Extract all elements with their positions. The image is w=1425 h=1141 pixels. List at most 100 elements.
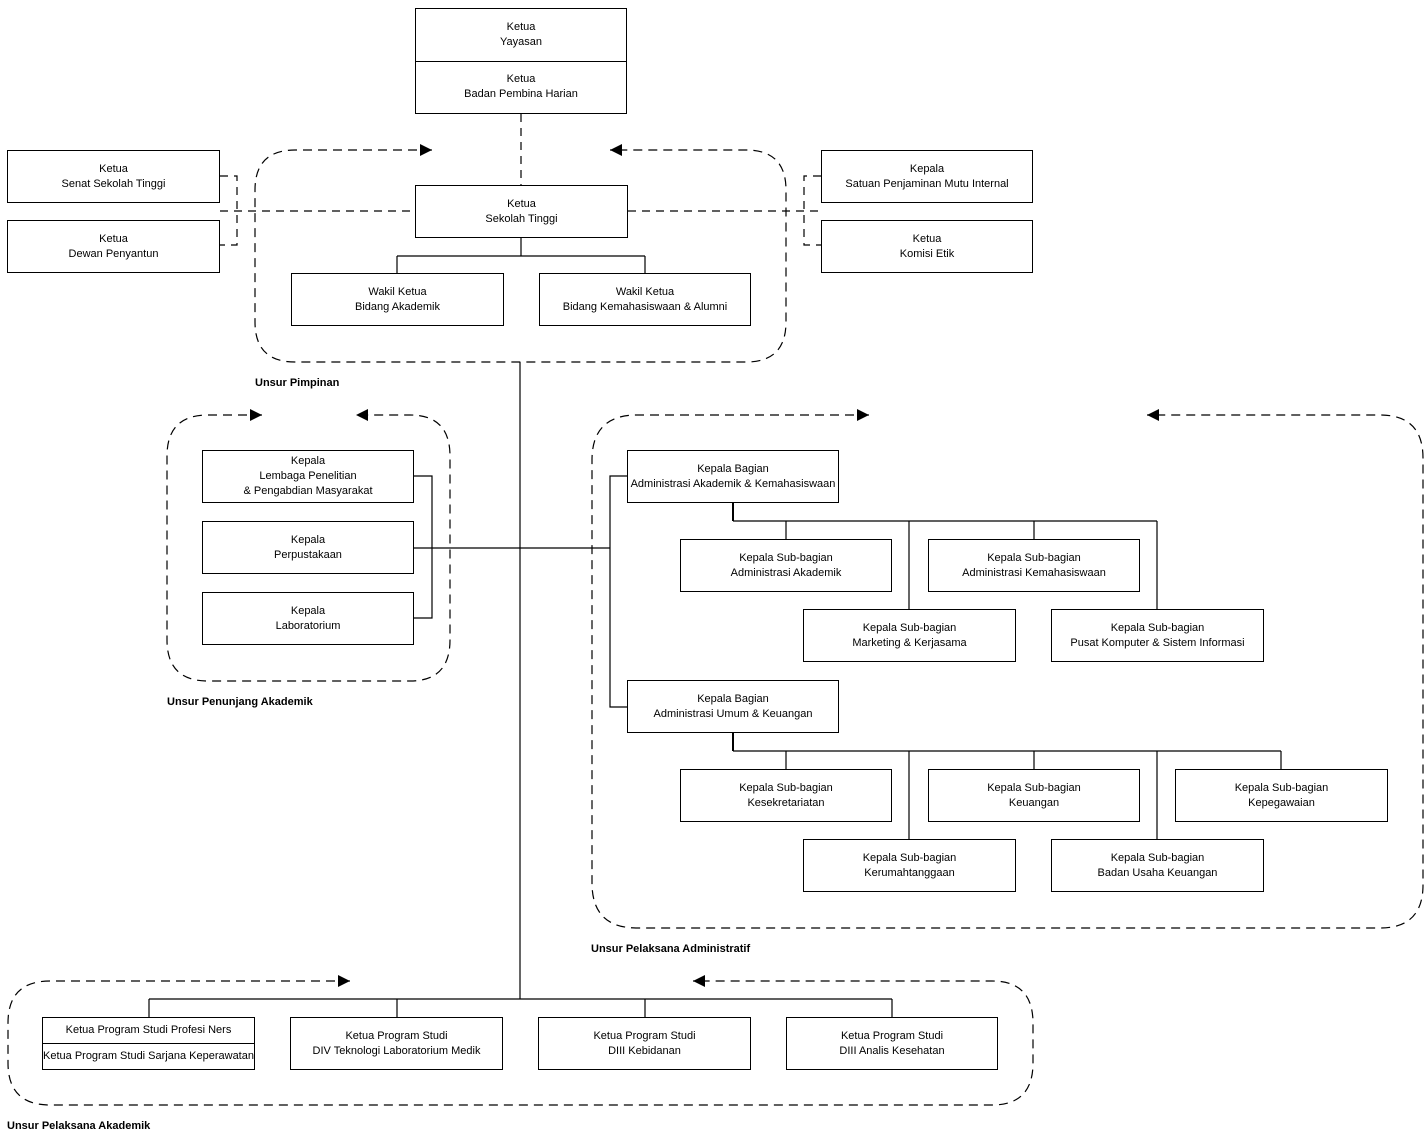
box-label-line: Kepala Sub-bagian [1234,781,1329,794]
box-label-line: Badan Pembina Harian [464,88,578,101]
box-prodi-keperawatan: Ketua Program Studi Profesi Ners Ketua P… [42,1017,255,1070]
box-label-line: Lembaga Penelitian [259,470,357,482]
box-label-line: Kepala Bagian [697,462,769,475]
box-label-line: Kepala Sub-bagian [862,621,957,634]
group-outline-pelaksana-administratif [591,414,1424,929]
box-label-line: Kepala Sub-bagian [862,851,957,864]
box-label-line: Kepala [290,604,326,617]
box-label-line: Kepala Sub-bagian [1110,851,1205,864]
box-label-line: Marketing & Kerjasama [852,636,967,649]
box-label-line: Bidang Kemahasiswaan & Alumni [562,300,728,313]
box-label-line: Administrasi Umum & Keuangan [653,707,813,720]
box-prodi-sarjana-keperawatan: Ketua Program Studi Sarjana Keperawatan [43,1044,254,1069]
box-label-line: Bidang Akademik [355,300,440,313]
box-label-line: Satuan Penjaminan Mutu Internal [845,177,1009,190]
box-label-line: Komisi Etik [899,247,955,260]
group-outline-penunjang [166,414,451,682]
box-label-line: Kepala Sub-bagian [739,781,833,794]
box-label-line: Dewan Penyantun [68,247,159,260]
group-label-pimpinan: Unsur Pimpinan [255,377,340,389]
box-label-line: Ketua [99,232,128,245]
arrowhead [857,409,869,421]
box-label-line: Kepala Bagian [697,692,769,705]
box-label-line: Administrasi Kemahasiswaan [962,566,1106,579]
box-label-line: Kerumahtanggaan [864,866,955,879]
box-label-line: & Pengabdian Masyarakat [243,485,373,497]
group-label-pelaksana-administratif: Unsur Pelaksana Administratif [591,943,751,955]
group-label-pelaksana-akademik: Unsur Pelaksana Akademik [7,1120,151,1132]
group-outline-pimpinan [254,149,787,363]
arrowhead [250,409,262,421]
box-label-line: Senat Sekolah Tinggi [61,177,166,190]
box-label-line: Ketua [506,73,536,86]
box-label-line: Yayasan [500,35,542,48]
box-label-line: Kepala Sub-bagian [739,551,833,564]
box-label-line: Kepala [290,455,326,467]
box-label-line: Ketua [507,197,536,210]
box-label-line: Ketua [506,20,536,33]
box-label-line: DIII Analis Kesehatan [839,1044,945,1057]
box-label-line: DIII Kebidanan [608,1044,681,1057]
box-label-line: Ketua [99,162,128,175]
box-prodi-profesi-ners: Ketua Program Studi Profesi Ners [43,1018,254,1044]
box-label-line: Sekolah Tinggi [485,212,558,225]
box-label-line: DIV Teknologi Laboratorium Medik [312,1044,481,1057]
box-label-line: Keuangan [1008,796,1060,809]
group-label-penunjang: Unsur Penunjang Akademik [167,696,313,708]
box-label-line: Kepegawaian [1248,796,1315,809]
box-label-line: Pusat Komputer & Sistem Informasi [1070,636,1245,649]
box-label-line: Administrasi Akademik [730,566,842,579]
box-label-line: Ketua Program Studi [840,1029,944,1042]
box-label-line: Wakil Ketua [615,285,675,298]
box-label-line: Ketua Program Studi Profesi Ners [65,1024,232,1036]
box-label-line: Kesekretariatan [747,796,825,809]
box-label-line: Kepala Sub-bagian [987,551,1081,564]
arrowhead [420,144,432,156]
arrowhead [338,975,350,987]
box-label-line: Perpustakaan [274,548,342,561]
box-label-line: Kepala Sub-bagian [1110,621,1205,634]
box-label-line: Laboratorium [275,619,341,632]
box-label-line: Kepala [909,162,945,175]
arrowhead [610,144,622,156]
arrowhead [1147,409,1159,421]
box-label-line: Ketua [912,232,942,245]
box-label-line: Administrasi Akademik & Kemahasiswaan [630,477,836,490]
group-outline-pelaksana-akademik [7,980,1034,1106]
box-label-line: Ketua Program Studi [345,1029,448,1042]
box-label-line: Ketua Program Studi [593,1029,696,1042]
arrowhead [693,975,705,987]
box-label-line: Kepala [290,533,326,546]
box-label-line: Ketua Program Studi Sarjana Keperawatan [43,1050,254,1062]
box-label-line: Badan Usaha Keuangan [1097,866,1218,879]
arrowhead [356,409,368,421]
box-label-line: Kepala Sub-bagian [987,781,1081,794]
